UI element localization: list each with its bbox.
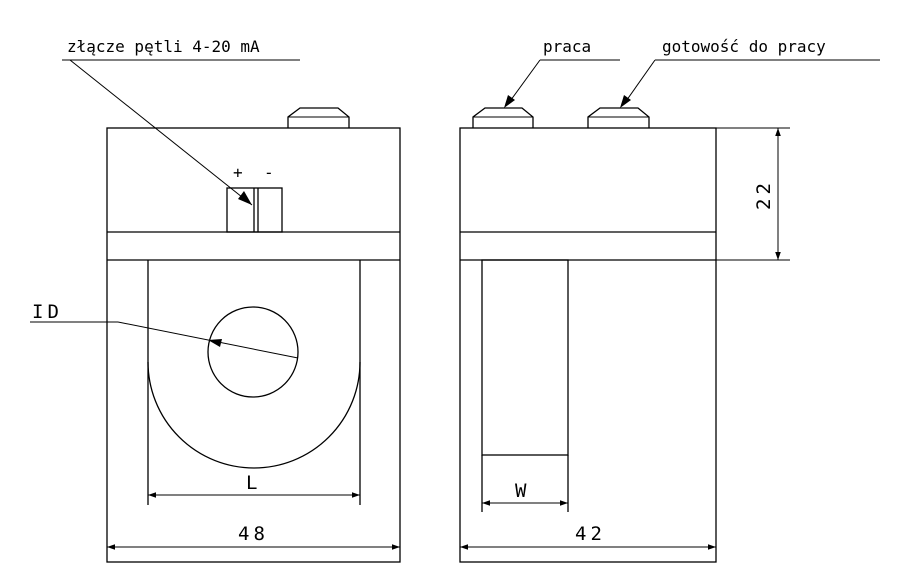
front-top-button [287, 107, 350, 128]
side-slot [481, 259, 569, 456]
side-view [459, 107, 717, 563]
dimension-l: L [148, 472, 360, 498]
side-button-work [472, 107, 534, 128]
connector-label: złącze pętli 4-20 mA [67, 37, 260, 56]
dimension-42-label: 42 [575, 523, 606, 545]
dimension-w: W [482, 480, 568, 506]
connector-callout: złącze pętli 4-20 mA [62, 37, 300, 206]
ready-callout: gotowość do pracy [620, 37, 880, 108]
id-label: ID [32, 301, 63, 323]
ready-label: gotowość do pracy [662, 37, 826, 56]
current-sensor-slot [147, 260, 361, 469]
terminal-plus: + [233, 163, 243, 182]
front-view: + - [106, 107, 401, 563]
dimension-42: 42 [460, 523, 716, 550]
work-label: praca [543, 37, 591, 56]
side-body-outline [459, 127, 717, 563]
dimension-48-label: 48 [238, 523, 269, 545]
side-button-ready [587, 107, 650, 128]
dimension-w-label: W [515, 480, 530, 502]
front-body-outline [106, 127, 401, 563]
work-callout: praca [504, 37, 620, 108]
dimension-22: 22 [716, 127, 790, 261]
terminal-minus: - [264, 163, 274, 182]
sensor-hole [207, 306, 299, 398]
dimension-48: 48 [107, 523, 400, 550]
dimension-l-label: L [246, 472, 261, 494]
dimension-22-label: 22 [753, 179, 775, 210]
id-callout: ID [30, 301, 299, 359]
